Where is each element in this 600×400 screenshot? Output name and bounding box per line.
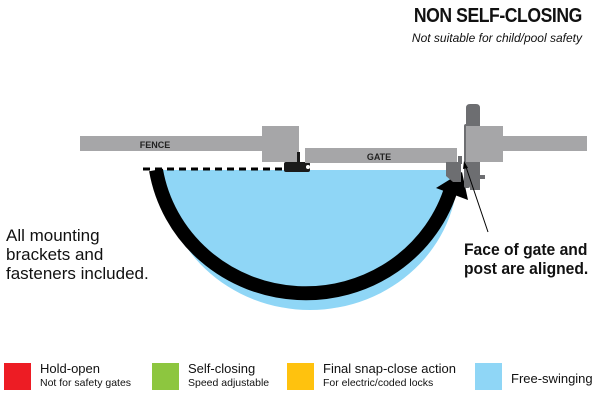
legend-swatch [4, 363, 31, 390]
page-subtitle: Not suitable for child/pool safety [411, 31, 582, 45]
legend-item-snap-close: Final snap-close action For electric/cod… [287, 361, 456, 390]
mounting-note-line: All mounting [6, 226, 100, 245]
mounting-note: All mounting brackets and fasteners incl… [6, 226, 149, 283]
latch-knob [466, 104, 480, 126]
legend-swatch [475, 363, 502, 390]
latch-tab [458, 156, 462, 164]
legend-item-self-closing: Self-closing Speed adjustable [152, 361, 269, 390]
fence [80, 136, 263, 151]
hinge-pin [297, 152, 300, 164]
legend-sublabel: Not for safety gates [40, 377, 132, 389]
legend-item-free-swinging: Free-swinging [475, 361, 593, 390]
fence-label: FENCE [140, 140, 171, 150]
swing-arc [149, 168, 459, 301]
hinge-post [262, 126, 299, 162]
gate-latch [446, 162, 461, 182]
gate [305, 148, 457, 163]
legend-swatch [287, 363, 314, 390]
latch-screw [480, 175, 485, 179]
latch-body-lower [470, 160, 480, 190]
legend-label: Hold-open [40, 361, 100, 376]
legend-label: Self-closing [188, 361, 256, 376]
mounting-note-line: brackets and [6, 245, 104, 264]
gate-label: GATE [367, 152, 391, 162]
hinge-bracket [284, 162, 310, 172]
post-fence [502, 136, 587, 151]
gate-post [466, 126, 503, 162]
legend-sublabel: Speed adjustable [188, 377, 270, 389]
pointer-line [464, 163, 489, 233]
legend-label: Free-swinging [511, 371, 593, 386]
alignment-note: Face of gate and post are aligned. [464, 240, 588, 278]
legend: Hold-open Not for safety gates Self-clos… [0, 361, 600, 397]
legend-sublabel: For electric/coded locks [323, 377, 434, 389]
mounting-note-line: fasteners included. [6, 264, 149, 283]
alignment-note-line: Face of gate and [464, 240, 588, 259]
legend-label: Final snap-close action [323, 361, 456, 376]
alignment-note-line: post are aligned. [464, 259, 589, 278]
legend-item-hold-open: Hold-open Not for safety gates [4, 361, 131, 390]
hinge-screw [306, 165, 310, 169]
page-title: NON SELF-CLOSING [414, 5, 582, 27]
pointer-arrow-head [463, 161, 468, 169]
legend-swatch [152, 363, 179, 390]
